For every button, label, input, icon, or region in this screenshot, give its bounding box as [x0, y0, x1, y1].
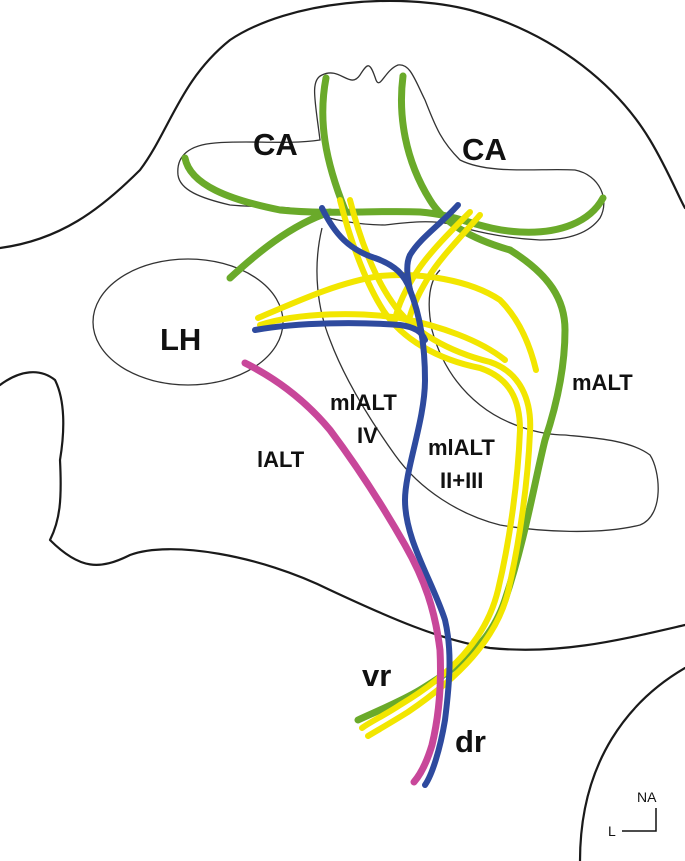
- malt-lh-branch: [226, 208, 334, 282]
- calyx-right-label: CA: [462, 132, 507, 167]
- mlalt-23-strand-3: [257, 311, 508, 363]
- mlalt-iv-label-line2: IV: [357, 423, 378, 448]
- mlalt-23-strand-5: [392, 209, 473, 323]
- lalt-label: lALT: [257, 447, 305, 472]
- calyx-left-label: CA: [253, 127, 298, 162]
- mlalt-iv-main-trunk: [402, 287, 453, 788]
- orientation-l-label: L: [608, 823, 616, 839]
- orientation-indicator: NA L: [608, 789, 657, 839]
- mlalt-23-strand-6: [405, 212, 483, 328]
- ventral-root-label: vr: [362, 658, 391, 693]
- neuropil-contour: [316, 227, 659, 533]
- calyx-outline: [177, 64, 605, 241]
- mlalt-iv-label-line1: mlALT: [330, 390, 397, 415]
- mlalt-23-strand-1: [337, 197, 523, 731]
- orientation-axes-icon: [622, 808, 657, 832]
- mlalt-iv-calyx-left-branch: [319, 205, 413, 293]
- lalt-tract: [241, 359, 445, 786]
- protocerebrum-outline: [0, 0, 685, 250]
- brain-outline-right-lower: [578, 666, 685, 861]
- malt-calyx-arc: [181, 154, 607, 236]
- dorsal-root-label: dr: [455, 724, 486, 759]
- mlalt-23-tract: [255, 197, 539, 739]
- mlalt-iv-calyx-right-branch: [404, 202, 461, 293]
- mlalt-23-strand-2: [347, 197, 534, 739]
- lateral-horn-label: LH: [160, 322, 201, 357]
- mlalt-iv-tract: [252, 202, 461, 788]
- malt-branch-left-calyx: [319, 74, 349, 214]
- brain-outline-left-mid: [0, 371, 685, 651]
- mlalt-23-label-line2: II+III: [440, 468, 483, 493]
- mlalt-23-label-line1: mlALT: [428, 435, 495, 460]
- orientation-na-label: NA: [637, 789, 657, 805]
- malt-label: mALT: [572, 370, 633, 395]
- malt-branch-right-calyx: [398, 72, 514, 254]
